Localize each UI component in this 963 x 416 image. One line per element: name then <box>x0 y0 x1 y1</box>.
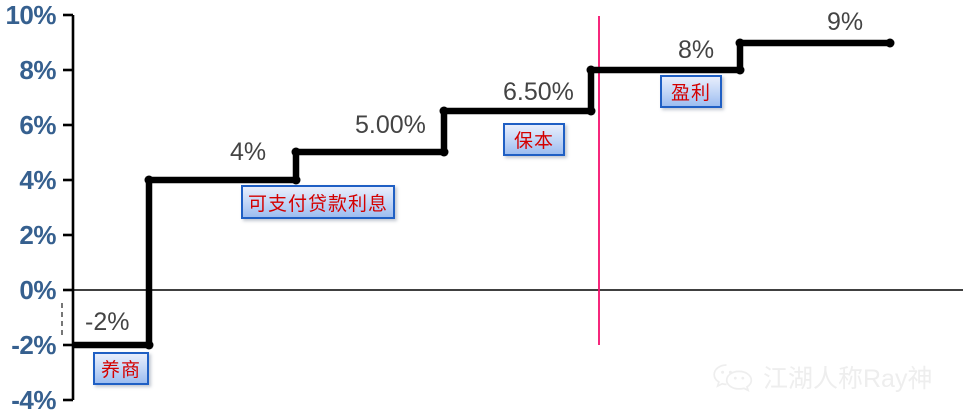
y-tick-label-2: 2% <box>19 220 56 250</box>
y-tick-label-neg2: -2% <box>11 330 56 360</box>
callout-profit[interactable]: 盈利 <box>660 75 722 108</box>
callout-yangshang[interactable]: 养商 <box>93 352 149 385</box>
marker-8-start <box>586 65 596 75</box>
data-label-neg2: -2% <box>85 308 130 336</box>
marker-neg2 <box>144 340 154 350</box>
y-tick-label-neg4: -4% <box>11 385 56 415</box>
data-label-9: 9% <box>827 8 864 36</box>
y-tick-label-6: 6% <box>19 110 56 140</box>
callout-breakeven[interactable]: 保本 <box>503 123 565 156</box>
rate-step-line <box>73 39 890 349</box>
marker-65-start <box>439 106 449 116</box>
data-label-65: 6.50% <box>503 78 574 106</box>
wechat-icon <box>712 362 754 392</box>
marker-5-start <box>291 147 301 157</box>
y-axis-ticks <box>63 13 73 402</box>
y-tick-label-4: 4% <box>19 165 56 195</box>
data-label-5: 5.00% <box>355 111 426 139</box>
marker-8-end <box>735 65 745 75</box>
rate-step-markers <box>144 38 895 350</box>
marker-4-start <box>144 175 154 185</box>
callout-loan-interest[interactable]: 可支付贷款利息 <box>241 185 395 219</box>
watermark-text: 江湖人称Ray神 <box>763 365 933 393</box>
marker-9-start <box>735 38 745 48</box>
marker-9-end <box>885 38 895 48</box>
data-label-4: 4% <box>230 138 267 166</box>
y-tick-label-10: 10% <box>5 0 56 30</box>
y-tick-label-8: 8% <box>19 55 56 85</box>
y-axis-tick-labels: 10% 8% 6% 4% 2% 0% -2% -4% <box>0 0 56 416</box>
marker-5-end <box>439 147 449 157</box>
y-tick-label-0: 0% <box>19 275 56 305</box>
marker-4-end <box>291 175 301 185</box>
marker-65-end <box>586 106 596 116</box>
data-label-8: 8% <box>678 36 715 64</box>
watermark: 江湖人称Ray神 <box>712 359 932 395</box>
